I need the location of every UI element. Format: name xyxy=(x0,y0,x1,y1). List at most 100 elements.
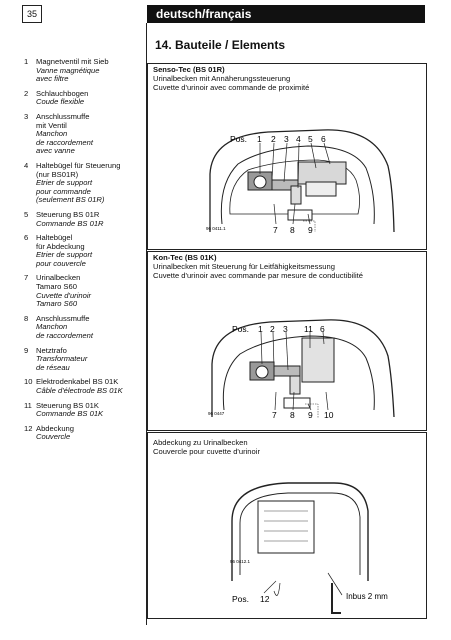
legend-item-de: (nur BS01R) xyxy=(36,169,79,179)
legend-item-fr: de raccordement xyxy=(36,137,93,147)
panel2-bottom-numbers: 7 8 9 10 xyxy=(272,410,334,420)
cover-drawing: 96 0412.1 Pos. 12 Inbus 2 mm xyxy=(230,482,388,614)
pos-label-3: Pos. xyxy=(232,594,249,604)
allen-key-icon xyxy=(331,583,341,614)
legend-item-de: Netztrafo xyxy=(36,345,67,355)
legend-item-fr: Tamaro S60 xyxy=(36,299,78,309)
legend-item-fr: Manchon xyxy=(36,129,68,139)
pos-number: 9 xyxy=(308,410,313,420)
drawing-number-2: 96 0447 xyxy=(208,411,225,416)
legend-item-number: 11 xyxy=(24,400,32,410)
pos-label-2: Pos. xyxy=(232,324,249,334)
legend-item-fr: Manchon xyxy=(36,322,68,332)
legend-item-number: 2 xyxy=(24,88,29,98)
legend-item-de: für Abdeckung xyxy=(36,241,85,251)
pos-number: 3 xyxy=(283,324,288,334)
legend-item-fr: pour couvercle xyxy=(36,258,86,268)
legend-item-de: Haltebügel für Steuerung xyxy=(36,160,121,170)
legend-item-number: 4 xyxy=(24,160,29,170)
legend-item-de: mit Ventil xyxy=(36,120,67,130)
page-number: 35 xyxy=(22,5,42,23)
legend-item-fr: Etrier de support xyxy=(36,178,93,188)
pos-number: 8 xyxy=(290,225,295,235)
legend-item-number: 1 xyxy=(24,57,29,66)
legend-item-number: 12 xyxy=(24,423,33,433)
legend-item-de: Steuerung BS 01R xyxy=(36,209,100,219)
panel-senso-tec-fr: Cuvette d'urinoir avec commande de proxi… xyxy=(153,82,310,92)
panel-kon-tec-text: Kon-Tec (BS 01K) Urinalbecken mit Steuer… xyxy=(153,253,363,280)
header-title: deutsch/français xyxy=(156,7,252,21)
legend-item-de: Schlauchbogen xyxy=(36,88,89,98)
pos-number: 8 xyxy=(290,410,295,420)
pos-label: Pos. xyxy=(230,134,247,144)
pos-number: 2 xyxy=(271,134,276,144)
legend-item-fr: Coude flexible xyxy=(36,97,85,107)
legend-item-de: Anschlussmuffe xyxy=(36,313,90,323)
legend-item: 4 Haltebügel für Steuerung(nur BS01R)Etri… xyxy=(24,160,146,205)
section-title: 14. Bauteile / Elements xyxy=(155,38,286,52)
legend-item-de: Magnetventil mit Sieb xyxy=(36,57,109,66)
panel-senso-tec-text: Senso-Tec (BS 01R) Urinalbecken mit Annä… xyxy=(153,65,310,92)
panel-kon-tec-title: Kon-Tec (BS 01K) xyxy=(153,253,217,262)
legend-item-number: 3 xyxy=(24,111,29,121)
legend-item-de: Abdeckung xyxy=(36,423,74,433)
pos-number: 6 xyxy=(321,134,326,144)
legend-item-fr: Commande BS 01R xyxy=(36,218,104,228)
pos-number: 10 xyxy=(324,410,334,420)
legend-item-de: Anschlussmuffe xyxy=(36,111,90,121)
drawing-number-3: 96 0412.1 xyxy=(230,559,251,564)
legend-item-fr: Vanne magnétique xyxy=(36,65,100,75)
panel-kon-tec-fr: Cuvette d'urinoir avec commande par mesu… xyxy=(153,270,363,280)
legend-item-fr: Couvercle xyxy=(36,432,71,442)
page-number-text: 35 xyxy=(26,9,37,19)
pos-number: 6 xyxy=(320,324,325,334)
tool-label: Inbus 2 mm xyxy=(346,592,388,601)
legend-item-fr: avec filtre xyxy=(36,74,69,84)
legend-item-number: 9 xyxy=(24,345,29,355)
pos-number: 11 xyxy=(304,324,313,334)
panel1-bottom-numbers: 7 8 9 xyxy=(273,225,313,235)
panel-senso-tec-de: Urinalbecken mit Annäherungssteuerung xyxy=(153,73,291,83)
panel-cover-de: Abdeckung zu Urinalbecken xyxy=(153,438,248,447)
legend-item-fr: Commande BS 01K xyxy=(36,409,104,419)
panel-cover-text: Abdeckung zu Urinalbecken Couvercle pour… xyxy=(153,438,260,457)
legend-item-number: 6 xyxy=(24,233,29,243)
pos-12: 12 xyxy=(260,594,270,604)
pos-number: 7 xyxy=(272,410,277,420)
legend-item-fr: Cuvette d'urinoir xyxy=(36,290,92,300)
legend-item-fr: (seulement BS 01R) xyxy=(36,195,105,205)
panel-senso-tec: Senso-Tec (BS 01R) Urinalbecken mit Annä… xyxy=(147,63,427,250)
pos-number: 9 xyxy=(308,225,313,235)
panel-kon-tec-de: Urinalbecken mit Steuerung für Leitfähig… xyxy=(153,261,335,271)
pos-number: 7 xyxy=(273,225,278,235)
legend-item-fr: de raccordement xyxy=(36,331,93,341)
legend-item-number: 5 xyxy=(24,209,29,219)
pos-number: 2 xyxy=(270,324,275,334)
legend-item-de: Steuerung BS 01K xyxy=(36,400,99,410)
pos-number: 4 xyxy=(296,134,301,144)
legend-item-number: 7 xyxy=(24,273,29,283)
legend-item-fr: Transformateur xyxy=(36,354,88,364)
legend-item-fr: Câble d'électrode BS 01K xyxy=(36,386,123,395)
panel-cover: Abdeckung zu Urinalbecken Couvercle pour… xyxy=(147,432,427,619)
header-bar: deutsch/français xyxy=(147,5,425,23)
legend-item-de: Elektrodenkabel BS 01K xyxy=(36,377,119,387)
legend-item-de: Tamaro S60 xyxy=(36,282,77,292)
column-divider xyxy=(146,23,147,625)
pos-number: 3 xyxy=(284,134,289,144)
legend-item-de: Haltebügel xyxy=(36,233,73,243)
